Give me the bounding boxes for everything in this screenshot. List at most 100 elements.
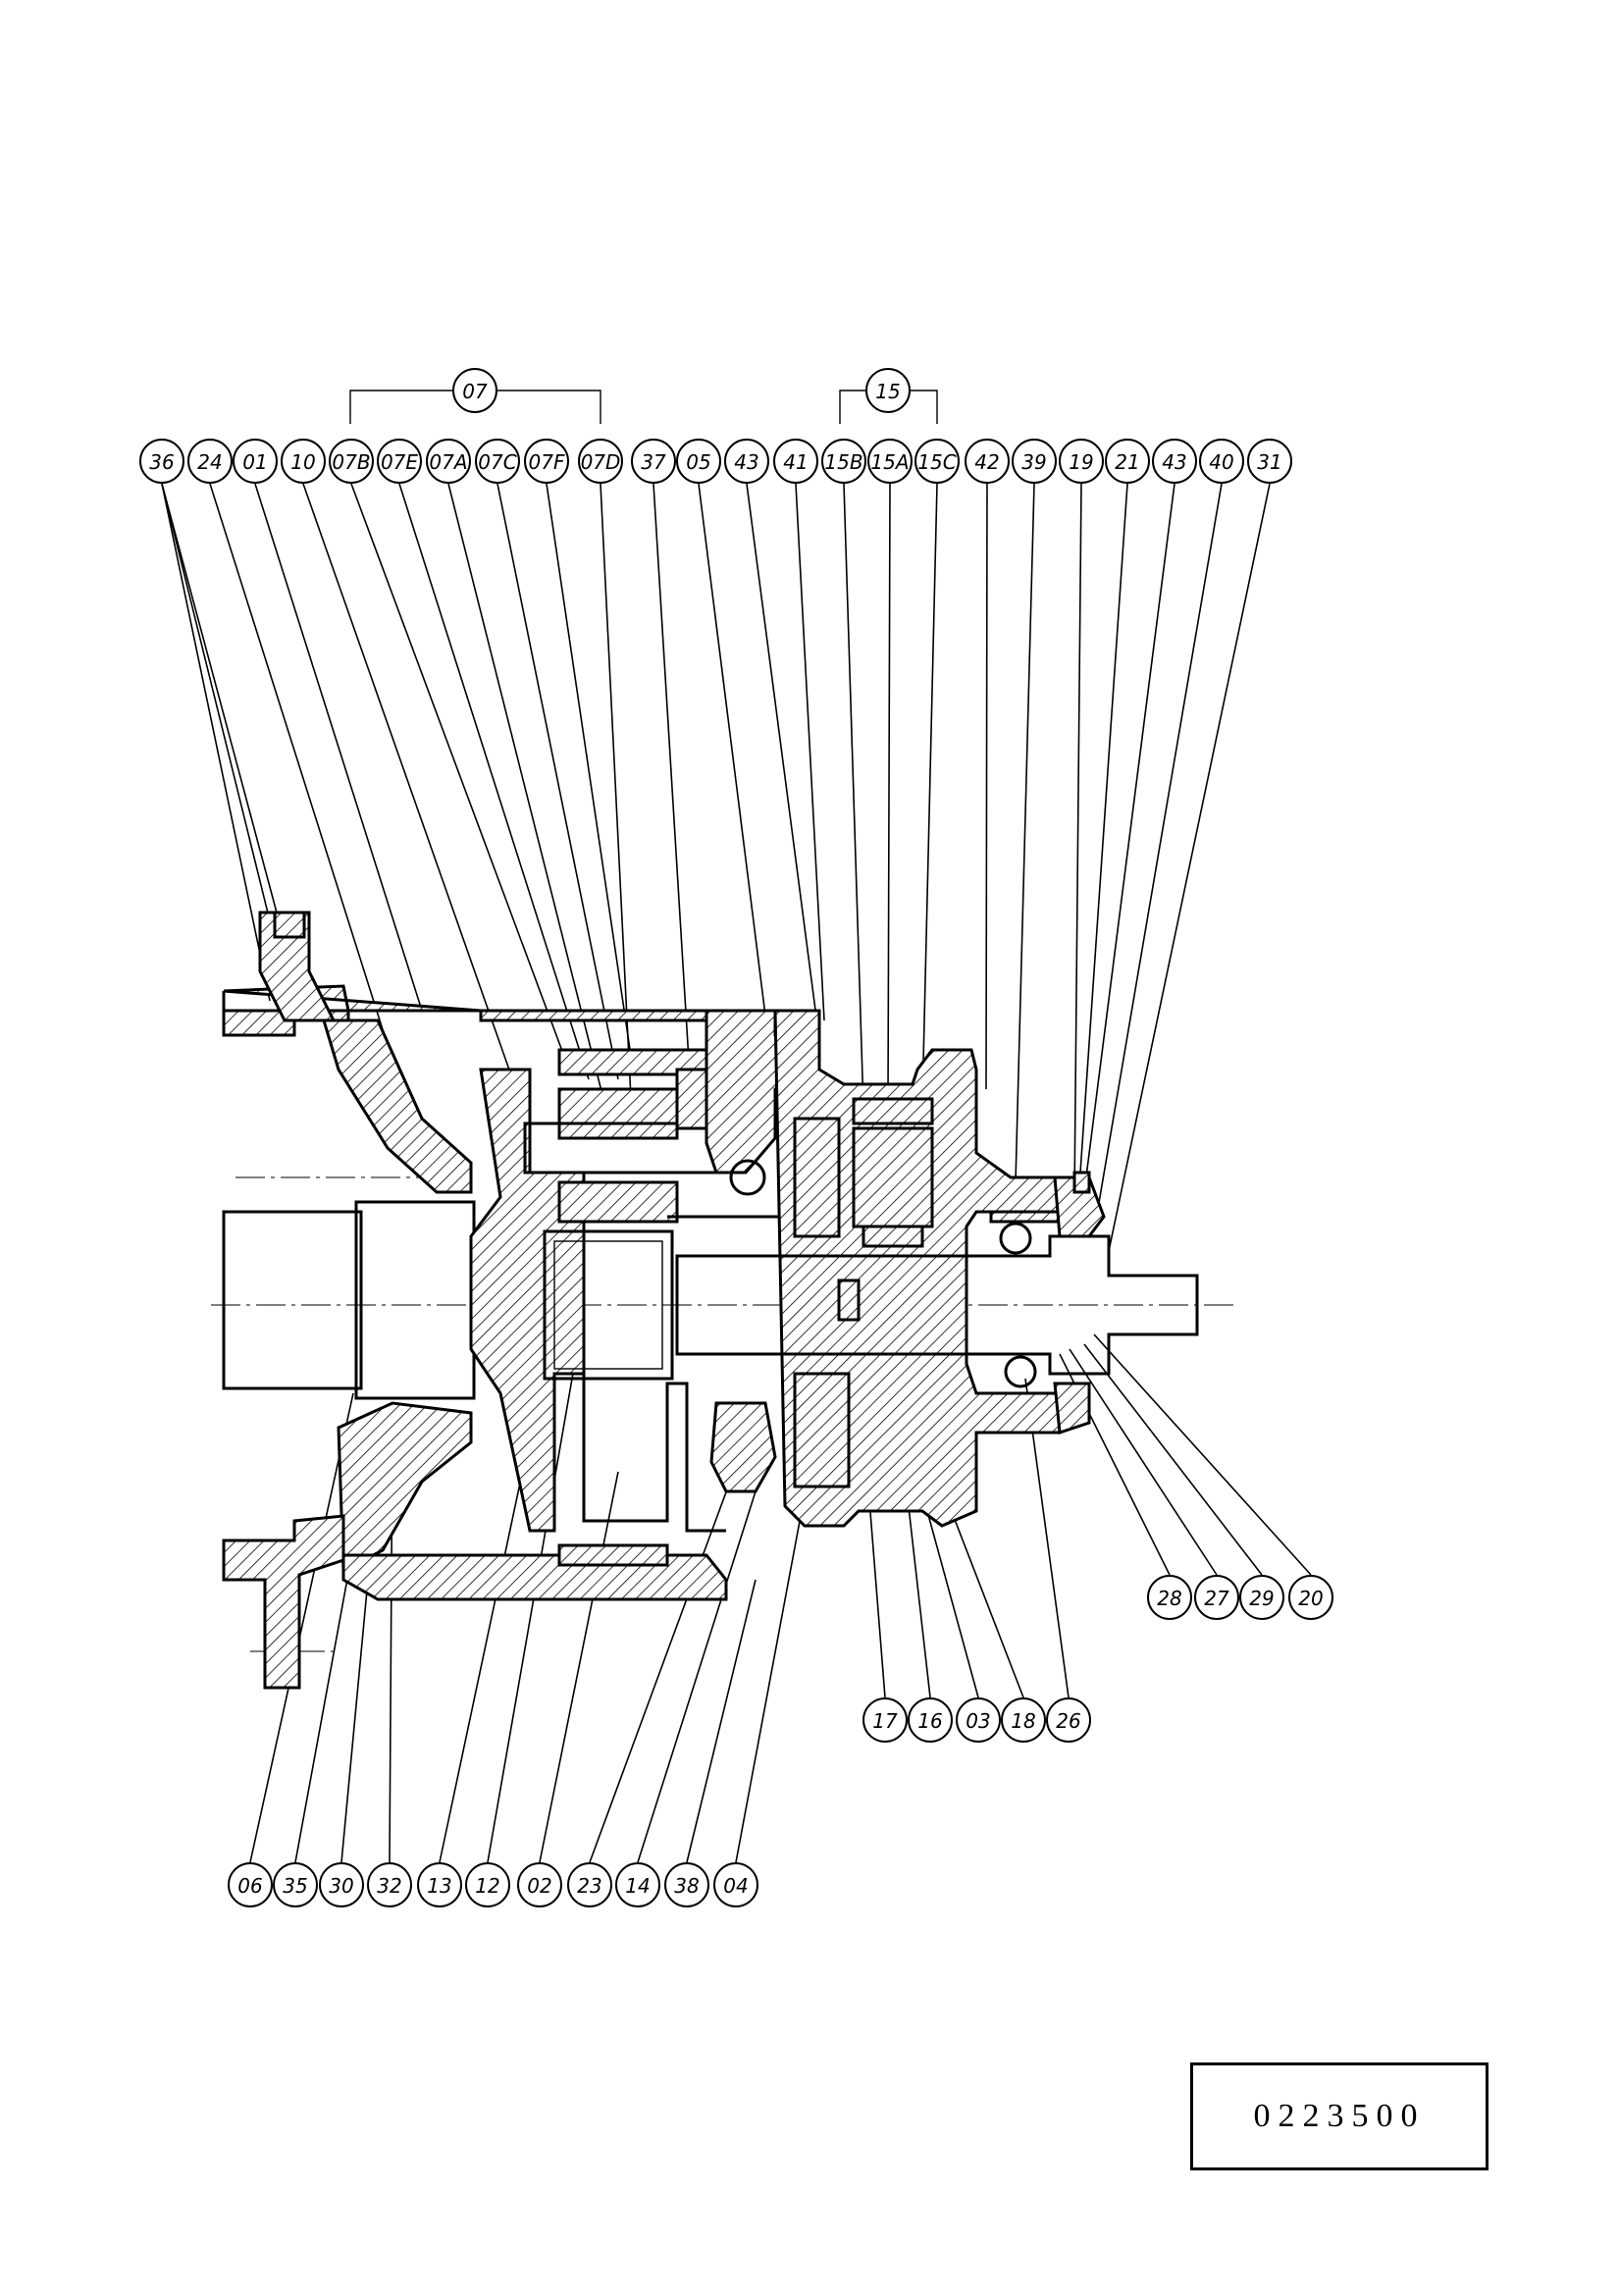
balloon-label: 06	[237, 1874, 262, 1898]
balloon-label: 07F	[529, 450, 565, 474]
leader-line	[843, 483, 864, 1110]
balloon-circle	[1152, 439, 1197, 484]
balloon-circle	[1147, 1575, 1192, 1620]
balloon-07: 07	[452, 368, 497, 413]
balloon-label: 37	[641, 450, 666, 474]
balloon-label: 07B	[332, 450, 370, 474]
balloon-circle	[233, 439, 278, 484]
balloon-43: 43	[1152, 439, 1197, 484]
balloon-label: 07C	[478, 450, 516, 474]
leader-line	[653, 483, 693, 1110]
balloon-15: 15	[865, 368, 911, 413]
balloon-label: 14	[625, 1874, 650, 1898]
balloon-circle	[228, 1862, 273, 1907]
balloon-label: 43	[734, 450, 758, 474]
balloon-label: 07D	[581, 450, 621, 474]
balloon-15b: 15B	[821, 439, 866, 484]
balloon-14: 14	[615, 1862, 660, 1907]
balloon-label: 24	[197, 450, 222, 474]
balloon-circle	[862, 1697, 908, 1743]
balloon-circle	[1247, 439, 1292, 484]
leader-line	[496, 483, 619, 1080]
leader-line	[546, 483, 634, 1070]
balloon-label: 40	[1209, 450, 1233, 474]
balloon-label: 15A	[870, 450, 909, 474]
balloon-18: 18	[1001, 1697, 1046, 1743]
balloon-label: 07A	[429, 450, 467, 474]
leader-line	[350, 483, 570, 1070]
balloon-label: 03	[966, 1709, 990, 1733]
leader-line	[698, 483, 766, 1017]
balloon-29: 29	[1239, 1575, 1284, 1620]
balloon-circle	[426, 439, 471, 484]
leader-line	[686, 1579, 757, 1863]
balloon-label: 02	[527, 1874, 551, 1898]
balloon-circle	[865, 368, 911, 413]
balloon-circle	[1012, 439, 1057, 484]
balloon-circle	[465, 1862, 510, 1907]
leader-line	[637, 1490, 757, 1863]
balloon-26: 26	[1046, 1697, 1091, 1743]
balloon-label: 15	[875, 380, 900, 403]
balloon-20: 20	[1288, 1575, 1333, 1620]
balloon-label: 32	[377, 1874, 401, 1898]
balloon-label: 18	[1011, 1709, 1035, 1733]
balloon-circle	[329, 439, 374, 484]
balloon-label: 15C	[917, 450, 956, 474]
leader-line	[795, 483, 825, 1021]
leader-line	[447, 483, 604, 1100]
balloon-label: 20	[1298, 1587, 1323, 1610]
balloon-label: 30	[329, 1874, 353, 1898]
balloon-label: 23	[577, 1874, 601, 1898]
balloon-label: 19	[1069, 450, 1093, 474]
balloon-04: 04	[713, 1862, 758, 1907]
balloon-label: 39	[1021, 450, 1046, 474]
balloon-label: 43	[1162, 450, 1186, 474]
leader-line	[161, 483, 286, 943]
balloon-15a: 15A	[867, 439, 913, 484]
balloon-label: 27	[1204, 1587, 1229, 1610]
balloon-label: 41	[783, 450, 808, 474]
balloon-label: 21	[1115, 450, 1139, 474]
balloon-circle	[452, 368, 497, 413]
balloon-circle	[956, 1697, 1001, 1743]
balloon-circle	[567, 1862, 612, 1907]
balloon-circle	[475, 439, 520, 484]
balloon-circle	[139, 439, 184, 484]
leader-line	[1078, 483, 1128, 1188]
leader-line	[589, 1451, 742, 1863]
balloon-07b: 07B	[329, 439, 374, 484]
balloon-circle	[724, 439, 769, 484]
balloon-32: 32	[367, 1862, 412, 1907]
balloon-36: 36	[139, 439, 184, 484]
balloon-label: 04	[723, 1874, 748, 1898]
balloon-circle	[187, 439, 233, 484]
balloon-circle	[867, 439, 913, 484]
balloon-circle	[281, 439, 326, 484]
balloon-circle	[1288, 1575, 1333, 1620]
balloon-12: 12	[465, 1862, 510, 1907]
balloon-circle	[908, 1697, 953, 1743]
balloon-label: 07	[462, 380, 488, 403]
leader-line	[887, 483, 891, 1105]
balloon-circle	[615, 1862, 660, 1907]
balloon-19: 19	[1059, 439, 1104, 484]
balloon-circle	[821, 439, 866, 484]
leader-line	[1108, 483, 1271, 1252]
balloon-07a: 07A	[426, 439, 471, 484]
balloon-label: 35	[283, 1874, 307, 1898]
balloon-28: 28	[1147, 1575, 1192, 1620]
leader-line	[1083, 1343, 1263, 1576]
balloon-circle	[1001, 1697, 1046, 1743]
balloon-13: 13	[417, 1862, 462, 1907]
balloon-02: 02	[517, 1862, 562, 1907]
leader-line	[921, 483, 938, 1105]
gearbox-cross-section	[211, 911, 1236, 1690]
balloon-38: 38	[664, 1862, 709, 1907]
balloon-24: 24	[187, 439, 233, 484]
balloon-07e: 07E	[377, 439, 422, 484]
balloon-label: 29	[1249, 1587, 1274, 1610]
leader-line	[1083, 483, 1175, 1193]
